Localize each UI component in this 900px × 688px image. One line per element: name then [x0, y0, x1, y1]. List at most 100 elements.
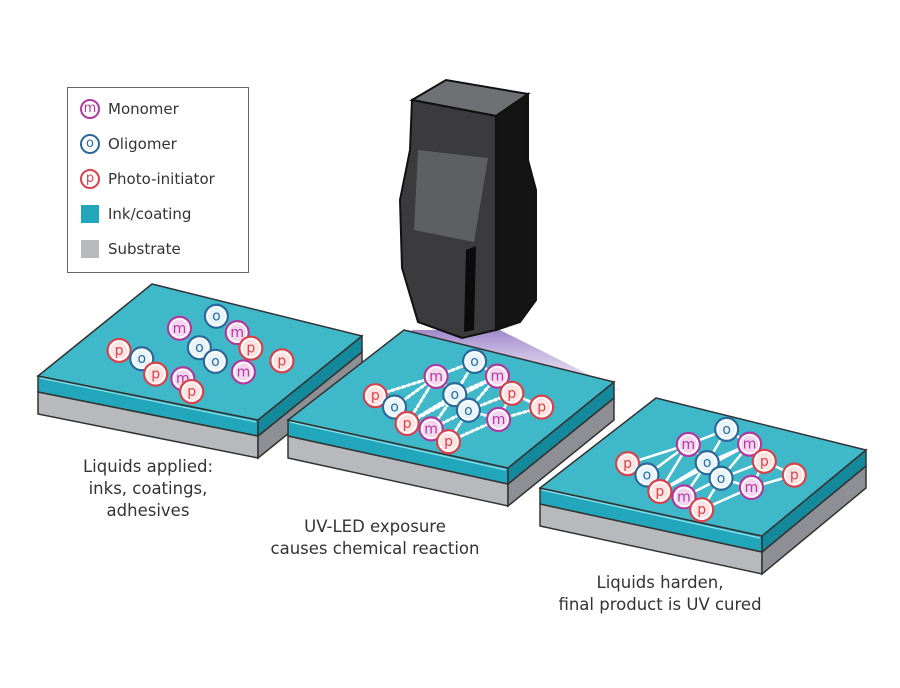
molecule-inner	[440, 433, 458, 451]
molecule-letter: p	[444, 434, 453, 450]
molecule-inner	[234, 363, 252, 381]
molecule-inner	[427, 367, 445, 385]
photo-initiator-icon: p	[80, 169, 100, 189]
molecule-inner	[459, 401, 477, 419]
molecule-letter: m	[743, 437, 757, 453]
molecule-letter: p	[246, 341, 255, 357]
legend-label: Photo-initiator	[108, 170, 215, 188]
molecule-letter: o	[450, 387, 459, 403]
molecule-letter: m	[677, 489, 691, 505]
molecule-inner	[490, 410, 508, 428]
legend-label: Substrate	[108, 240, 181, 258]
uv-led-lamp	[398, 78, 537, 340]
molecule-letter: m	[682, 437, 696, 453]
molecule-letter: m	[230, 325, 244, 341]
molecule-letter: o	[137, 351, 146, 367]
molecule-letter: o	[212, 309, 221, 325]
monomer-molecule: m	[418, 416, 444, 442]
molecule-letter: p	[371, 388, 380, 404]
caption-applied: Liquids applied: inks, coatings, adhesiv…	[30, 456, 266, 522]
molecule-letter: p	[115, 343, 124, 359]
molecule-letter: p	[760, 454, 769, 470]
molecule-inner	[466, 352, 484, 370]
oligomer-icon: o	[80, 134, 100, 154]
molecule-inner	[488, 367, 506, 385]
photo-initiator-molecule: p	[106, 337, 132, 364]
legend-item-oligomer: o Oligomer	[80, 133, 177, 155]
molecule-letter: m	[173, 321, 187, 337]
lamp-window	[414, 150, 488, 242]
molecule-inner	[785, 466, 803, 484]
molecule-inner	[228, 324, 246, 342]
oligomer-molecule: o	[381, 394, 408, 420]
lamp-side-face	[495, 92, 537, 332]
molecule-inner	[718, 420, 736, 438]
caption-cured: Liquids harden, final product is UV cure…	[540, 572, 780, 616]
caption-line: inks, coatings,	[88, 479, 208, 498]
molecule-inner	[619, 455, 637, 473]
ink-edge-highlight	[289, 421, 507, 471]
molecule-letter: m	[492, 412, 506, 428]
molecule-letter: p	[507, 386, 516, 402]
molecule-inner	[698, 454, 716, 472]
monomer-molecule: m	[224, 320, 250, 346]
caption-exposure: UV-LED exposure causes chemical reaction	[250, 516, 500, 560]
molecule-letter: p	[187, 384, 196, 400]
caption-line: Liquids applied:	[82, 457, 214, 476]
molecule-letter: o	[643, 467, 652, 483]
molecule-inner	[385, 398, 403, 416]
molecule-inner	[755, 452, 773, 470]
caption-line: Liquids harden,	[596, 573, 724, 592]
monomer-molecule: m	[423, 363, 449, 390]
photo-initiator-molecule: p	[614, 451, 641, 477]
photo-initiator-molecule: p	[689, 497, 715, 523]
photo-initiator-molecule: p	[362, 383, 388, 409]
molecule-letter: m	[745, 480, 759, 496]
molecule-letter: o	[390, 399, 399, 415]
oligomer-molecule: o	[455, 397, 481, 423]
oligomer-molecule: o	[714, 416, 740, 443]
oligomer-molecule: o	[461, 348, 488, 375]
photo-initiator-molecule: p	[143, 361, 169, 387]
monomer-molecule: m	[485, 406, 512, 433]
molecule-inner	[422, 420, 440, 438]
monomer-molecule: m	[675, 431, 701, 458]
monomer-molecule: m	[671, 484, 697, 510]
caption-line: causes chemical reaction	[270, 539, 480, 558]
molecule-letter: p	[537, 400, 546, 416]
molecule-letter: o	[211, 354, 220, 370]
molecule-inner	[742, 478, 760, 496]
monomer-molecule: m	[484, 363, 510, 389]
molecule-inner	[183, 383, 201, 401]
molecule-letter: p	[403, 416, 412, 432]
molecule-letter: o	[464, 403, 473, 419]
oligomer-molecule: o	[129, 346, 155, 372]
molecule-letter: p	[790, 468, 799, 484]
caption-line: UV-LED exposure	[304, 517, 446, 536]
legend-item-substrate: Substrate	[80, 238, 181, 260]
molecule-letter: o	[470, 354, 479, 370]
molecule-letter: o	[195, 340, 204, 356]
molecule-letter: o	[722, 422, 731, 438]
caption-line: final product is UV cured	[558, 595, 762, 614]
molecule-letter: m	[424, 421, 438, 437]
oligomer-molecule: o	[186, 335, 212, 361]
molecule-inner	[446, 386, 464, 404]
legend-item-ink-coating: Ink/coating	[80, 203, 191, 225]
molecule-inner	[190, 339, 208, 357]
photo-initiator-molecule: p	[179, 378, 205, 405]
molecule-inner	[398, 414, 416, 432]
molecule-letter: p	[277, 353, 286, 369]
molecule-letter: o	[717, 471, 726, 487]
legend-label: Oligomer	[108, 135, 177, 153]
photo-initiator-molecule: p	[499, 380, 525, 406]
molecule-letter: p	[623, 456, 632, 472]
monomer-molecule: m	[166, 315, 193, 341]
molecule-inner	[741, 435, 759, 453]
oligomer-molecule: o	[708, 465, 734, 491]
molecule-inner	[133, 350, 151, 368]
lamp-slot	[464, 246, 476, 332]
